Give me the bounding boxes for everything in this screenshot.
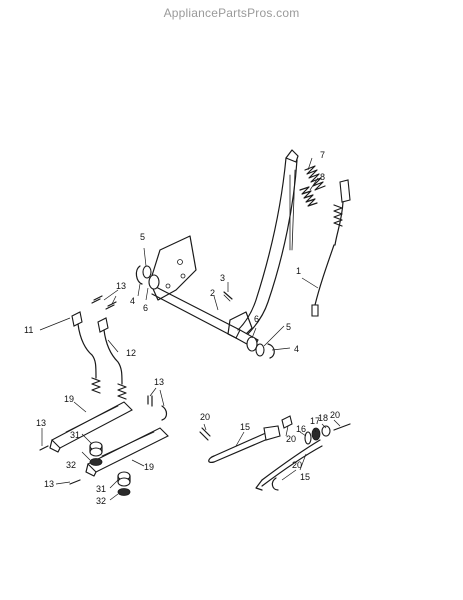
callout-3: 3 (220, 273, 225, 283)
callout-20-lower: 20 (292, 460, 302, 470)
callout-16: 16 (296, 424, 306, 434)
deck-rod-15-upper[interactable] (208, 425, 281, 463)
bushing-6-upper[interactable] (148, 274, 160, 290)
lift-rod-1[interactable] (311, 179, 351, 317)
washer-32-lower[interactable] (117, 488, 131, 496)
cotter-pin-13e[interactable] (69, 479, 81, 485)
pin-3[interactable] (223, 291, 233, 302)
clip-20d[interactable] (271, 477, 279, 491)
deck-rod-15-lower[interactable] (255, 439, 323, 491)
lift-arm-19-upper[interactable] (49, 401, 133, 453)
pin-20c[interactable] (333, 423, 351, 431)
callout-6-lower: 6 (254, 314, 259, 324)
callout-8: 8 (320, 172, 325, 182)
bushing-6-lower[interactable] (246, 336, 258, 352)
callout-4-upper: 4 (130, 296, 135, 306)
nut-18[interactable] (321, 425, 331, 437)
callout-13-upper: 13 (116, 281, 126, 291)
callout-13-bottom: 13 (44, 479, 54, 489)
bushing-5-lower[interactable] (255, 343, 265, 357)
callout-18: 18 (318, 413, 328, 423)
bushing-5-upper[interactable] (142, 265, 152, 279)
callout-15-upper: 15 (240, 422, 250, 432)
washer-32-upper[interactable] (89, 458, 103, 466)
cross-shaft-2[interactable] (151, 285, 259, 349)
cotter-pin-13d[interactable] (39, 445, 49, 451)
spacer-31-lower[interactable] (117, 471, 131, 487)
callout-5-lower: 5 (286, 322, 291, 332)
lift-link-12[interactable] (97, 317, 127, 400)
callout-1: 1 (296, 266, 301, 276)
callout-4-lower: 4 (294, 344, 299, 354)
callout-19-lower: 19 (144, 462, 154, 472)
leader-lines (39, 157, 341, 501)
callout-7: 7 (320, 150, 325, 160)
callout-15-lower: 15 (300, 472, 310, 482)
spacer-31-upper[interactable] (89, 441, 103, 457)
spacer-17[interactable] (311, 427, 321, 441)
clip-4-lower[interactable] (267, 343, 275, 359)
spring-8[interactable] (299, 186, 318, 207)
callout-5-upper: 5 (140, 232, 145, 242)
pin-20b[interactable] (281, 415, 293, 429)
callout-2: 2 (210, 288, 215, 298)
clip-4-upper[interactable] (135, 265, 143, 285)
callout-32-upper: 32 (66, 460, 76, 470)
cotter-pin-13a[interactable] (91, 295, 103, 304)
lift-arm-19-lower[interactable] (85, 427, 169, 477)
callout-6-upper: 6 (143, 303, 148, 313)
callout-13-left: 13 (36, 418, 46, 428)
callout-19-upper: 19 (64, 394, 74, 404)
callout-32-lower: 32 (96, 496, 106, 506)
lift-lever[interactable] (227, 149, 299, 341)
callout-31-lower: 31 (96, 484, 106, 494)
watermark: AppliancePartsPros.com (163, 6, 300, 20)
washer-16[interactable] (304, 431, 312, 445)
callout-11: 11 (24, 325, 33, 335)
callout-17: 17 (310, 416, 320, 426)
callout-13-right: 13 (154, 377, 164, 387)
callout-20-right: 20 (330, 410, 340, 420)
mounting-bracket[interactable] (149, 235, 197, 301)
callout-20-mid: 20 (286, 434, 296, 444)
callout-12: 12 (126, 348, 136, 358)
clip-20a[interactable] (199, 427, 211, 441)
cotter-pin-13b[interactable] (105, 301, 117, 310)
cotter-pin-13c[interactable] (147, 395, 168, 421)
callout-31-upper: 31 (70, 430, 80, 440)
callout-20-left: 20 (200, 412, 210, 422)
callout-labels: 7 8 1 2 3 5 4 6 13 11 12 13 19 13 31 32 … (24, 150, 340, 506)
spring-7[interactable] (304, 165, 326, 191)
lift-link-11[interactable] (71, 311, 101, 394)
